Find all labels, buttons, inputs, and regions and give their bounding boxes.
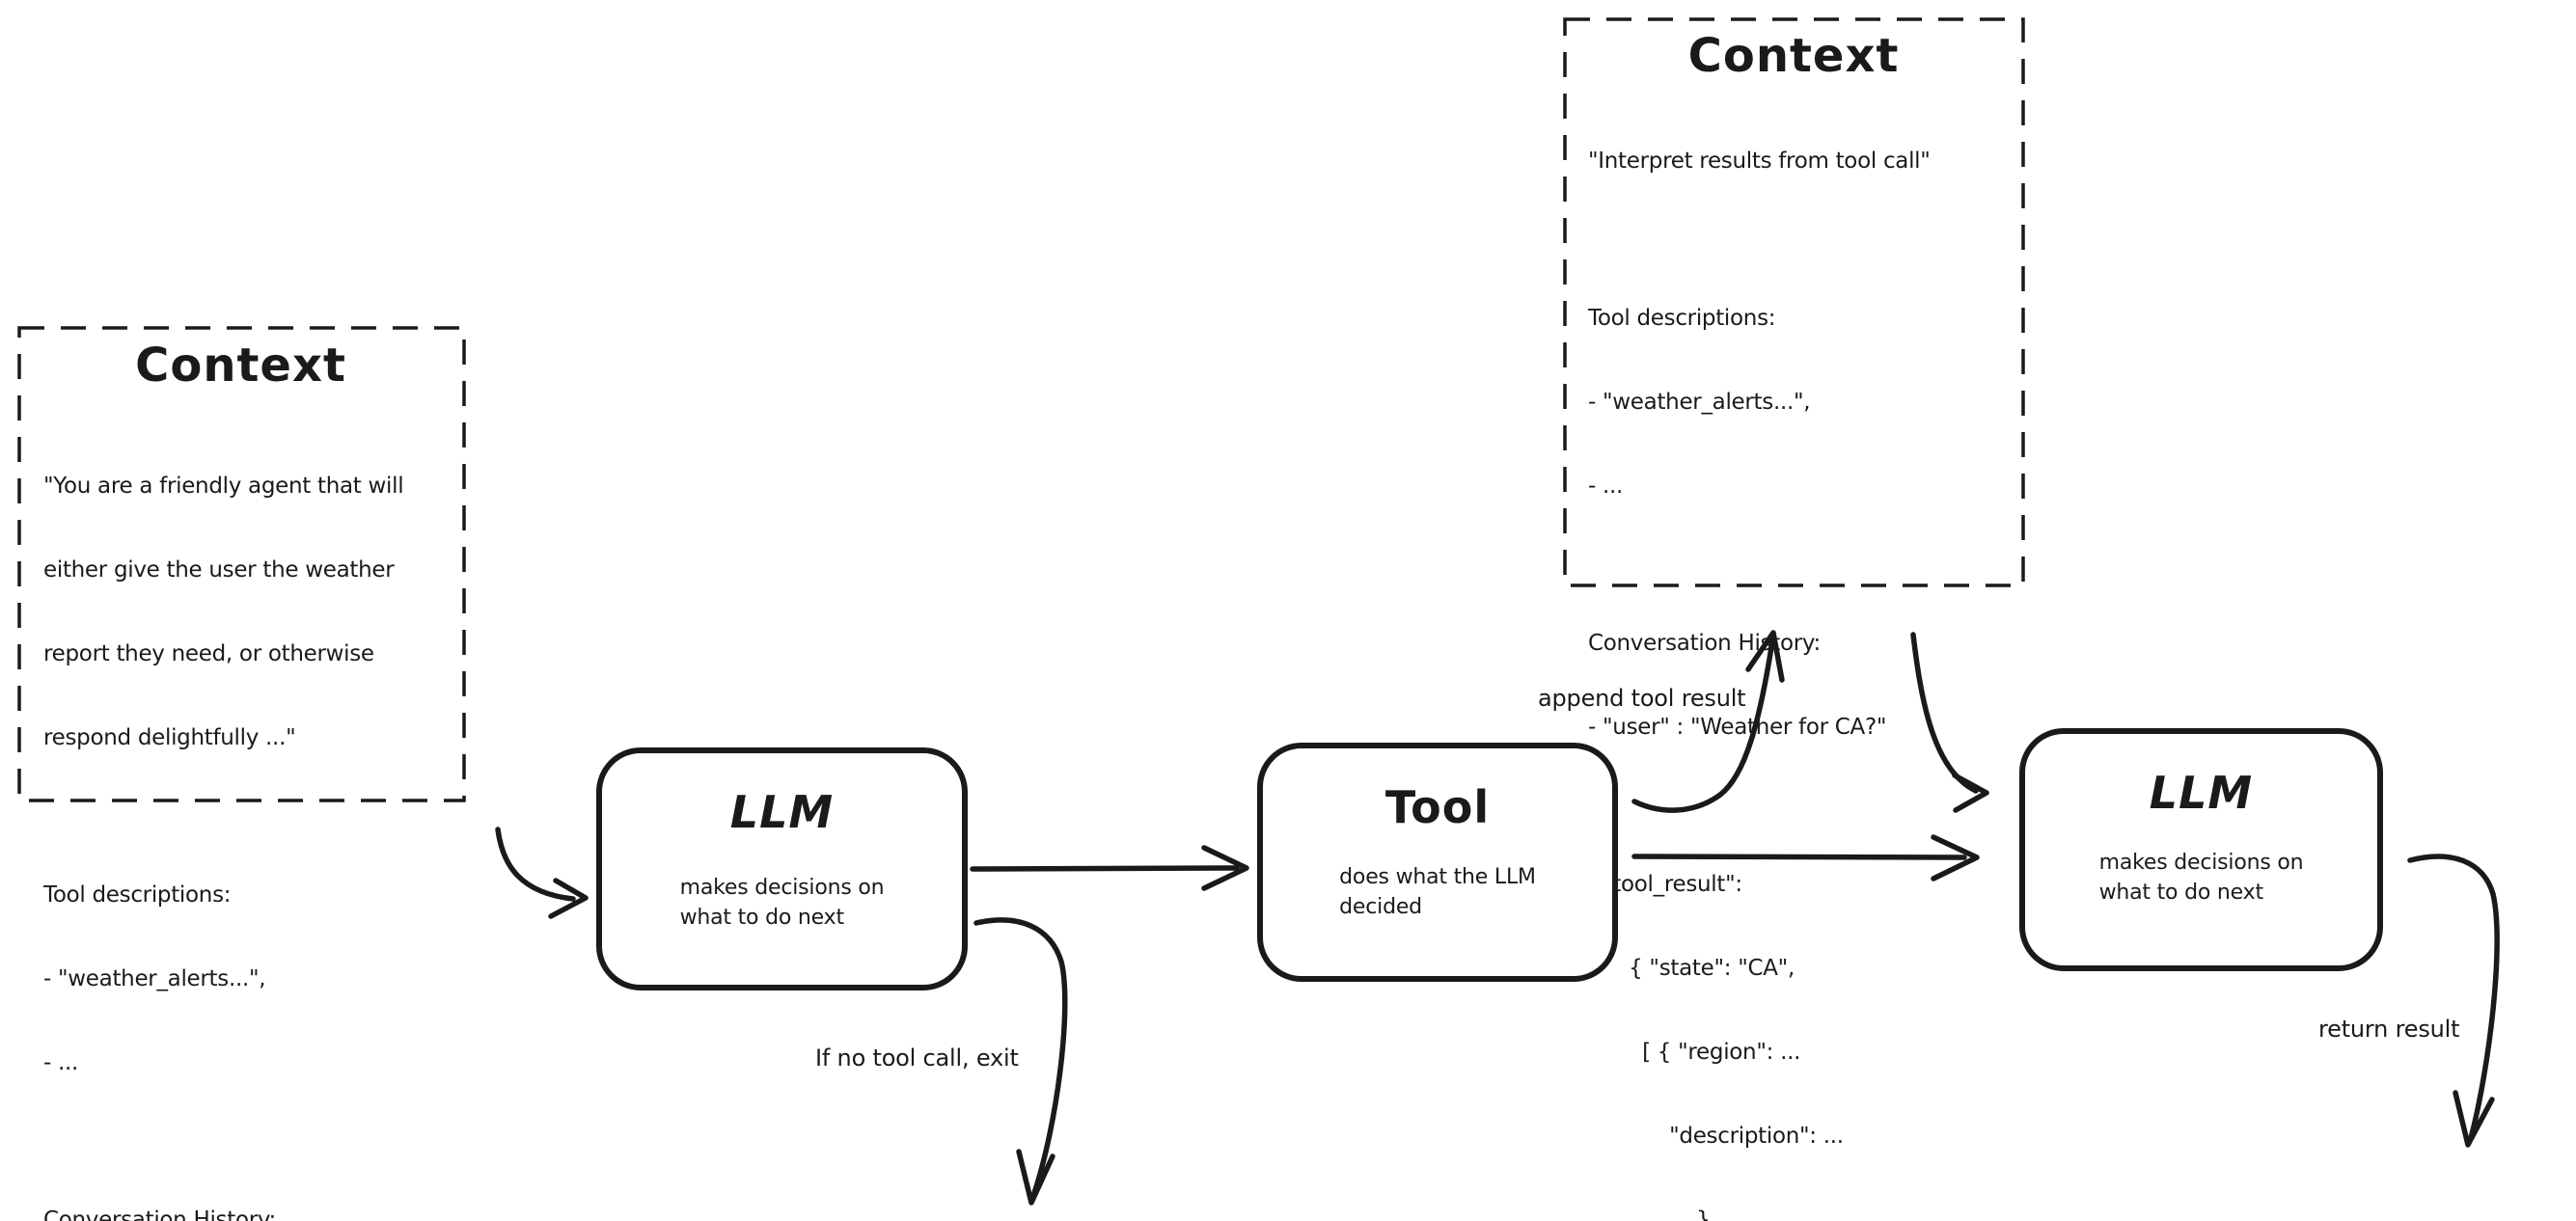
context-right-line: - ...	[1588, 473, 1624, 499]
arrow-tool-to-llm2	[1631, 834, 1980, 882]
context-left-line: - "weather_alerts...",	[43, 965, 266, 991]
return-result-label: return result	[2318, 1016, 2460, 1043]
tool-node-subtitle-line2: decided	[1339, 895, 1422, 919]
context-right-line	[1588, 229, 2024, 252]
context-right-line: "Interpret results from tool call"	[1588, 148, 1931, 174]
context-right-title: Context	[1687, 29, 1900, 83]
arrow-tool-to-context-right	[1631, 630, 1785, 813]
llm-node-2-subtitle-line1: makes decisions on	[2098, 851, 2304, 875]
context-right-line: [ { "region": ...	[1588, 1039, 1801, 1065]
arrow-llm1-to-tool	[970, 845, 1249, 891]
llm-node-2-title: LLM	[2149, 767, 2254, 819]
context-left-line: Tool descriptions:	[43, 882, 232, 908]
append-tool-result-label: append tool result	[1538, 685, 1746, 712]
context-left-line: report they need, or otherwise	[43, 640, 374, 666]
llm-node-2: LLM makes decisions on what to do next	[2019, 728, 2383, 971]
llm-node-1-subtitle-line1: makes decisions on	[679, 876, 885, 900]
context-left-box: Context "You are a friendly agent that w…	[16, 325, 465, 1221]
context-right-border	[1563, 17, 2025, 587]
context-right-line: { "state": "CA",	[1588, 955, 1795, 981]
llm-node-1-subtitle: makes decisions on what to do next	[680, 873, 885, 933]
llm-node-1: LLM makes decisions on what to do next	[596, 747, 968, 990]
tool-node-subtitle-line1: does what the LLM	[1339, 865, 1536, 889]
context-right-line: - "user" : "Weather for CA?"	[1588, 714, 1887, 740]
arrow-llm1-exit	[973, 917, 1068, 1206]
context-left-line: Conversation History:	[43, 1207, 276, 1221]
context-left-title: Context	[135, 339, 346, 393]
llm-node-2-subtitle: makes decisions on what to do next	[2099, 848, 2304, 908]
context-right-line: ... },	[1588, 1207, 1717, 1221]
context-right-line: "description": ...	[1588, 1123, 1844, 1149]
context-left-line: respond delightfully ..."	[43, 724, 296, 750]
context-right-line: - "tool_result":	[1588, 871, 1742, 897]
context-left-line	[43, 805, 465, 828]
no-tool-call-exit-label: If no tool call, exit	[815, 1045, 1019, 1072]
context-left-line: "You are a friendly agent that will	[43, 473, 404, 499]
context-left-line	[43, 1130, 465, 1153]
llm-node-1-subtitle-line2: what to do next	[679, 906, 844, 930]
context-right-line: - "weather_alerts...",	[1588, 389, 1811, 415]
context-right-line	[1588, 795, 2024, 818]
context-right-line	[1588, 554, 2024, 577]
tool-node: Tool does what the LLM decided	[1257, 743, 1618, 982]
arrow-context-left-to-llm1	[495, 827, 589, 919]
llm-node-2-subtitle-line2: what to do next	[2098, 881, 2263, 905]
context-right-line: Tool descriptions:	[1588, 305, 1776, 331]
llm-node-1-title: LLM	[729, 786, 835, 838]
tool-node-title: Tool	[1384, 781, 1491, 833]
context-left-body: "You are a friendly agent that will eith…	[43, 420, 465, 1221]
context-right-box: Context "Interpret results from tool cal…	[1563, 17, 2024, 1221]
context-left-line: either give the user the weather	[43, 556, 395, 583]
context-right-body: "Interpret results from tool call" Tool …	[1588, 95, 2024, 1221]
tool-node-subtitle: does what the LLM decided	[1339, 862, 1536, 922]
arrow-llm2-return	[2407, 854, 2500, 1148]
context-left-line: - ...	[43, 1049, 79, 1075]
arrow-context-right-to-llm2	[1910, 632, 1989, 813]
context-right-line: Conversation History:	[1588, 630, 1821, 656]
context-left-border	[17, 326, 466, 802]
